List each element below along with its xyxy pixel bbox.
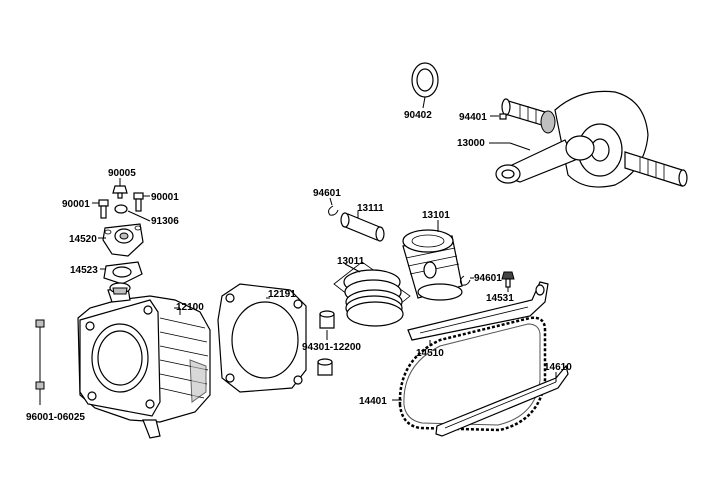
circlip-94601-left[interactable]: [328, 205, 339, 216]
tensioner-14520[interactable]: [102, 223, 144, 257]
piston-13101[interactable]: [402, 229, 463, 301]
label-14531: 14531: [486, 293, 514, 304]
gasket-14523[interactable]: [103, 261, 143, 285]
chain-guide-14610[interactable]: [435, 364, 569, 437]
bolt-90001-right[interactable]: [133, 192, 144, 212]
circlip-94601-right[interactable]: [459, 275, 471, 286]
washer-90402[interactable]: [411, 62, 439, 98]
label-14520: 14520: [69, 234, 97, 245]
label-13111: 13111: [357, 203, 384, 214]
bolt-90001-left[interactable]: [98, 199, 109, 219]
label-90001-right: 90001: [151, 192, 179, 203]
label-13000: 13000: [457, 138, 485, 149]
cylinder-gasket-12191[interactable]: [217, 283, 307, 393]
chain-guide-14510[interactable]: [407, 281, 549, 341]
label-94301-12200: 94301-12200: [302, 342, 361, 353]
label-94401: 94401: [459, 112, 487, 123]
label-13101: 13101: [422, 210, 450, 221]
key-94401[interactable]: [499, 113, 507, 120]
label-14510: 14510: [416, 348, 444, 359]
label-90402: 90402: [404, 110, 432, 121]
label-94601-left: 94601: [313, 188, 341, 199]
label-96001-06025: 96001-06025: [26, 412, 85, 423]
piston-pin-13111[interactable]: [340, 212, 385, 242]
piston-rings-13011[interactable]: [333, 261, 411, 327]
label-91306: 91306: [151, 216, 179, 227]
crankshaft-13000[interactable]: [495, 90, 688, 188]
label-14401: 14401: [359, 396, 387, 407]
label-14523: 14523: [70, 265, 98, 276]
label-13011: 13011: [337, 256, 365, 267]
label-12191: 12191: [268, 289, 296, 300]
cam-chain-14401[interactable]: [398, 316, 547, 432]
label-12100: 12100: [176, 302, 204, 313]
bolt-14531[interactable]: [501, 271, 515, 288]
label-90001-left: 90001: [62, 199, 90, 210]
cylinder-12100[interactable]: [77, 282, 211, 439]
label-14610: 14610: [544, 362, 572, 373]
label-94601-right: 94601: [474, 273, 502, 284]
oring-91306[interactable]: [114, 204, 128, 214]
dowel-pin-upper[interactable]: [319, 310, 335, 329]
studs-96001-06025[interactable]: [35, 319, 45, 390]
bolt-90005[interactable]: [112, 185, 128, 199]
label-90005: 90005: [108, 168, 136, 179]
dowel-pin-lower[interactable]: [317, 358, 333, 376]
